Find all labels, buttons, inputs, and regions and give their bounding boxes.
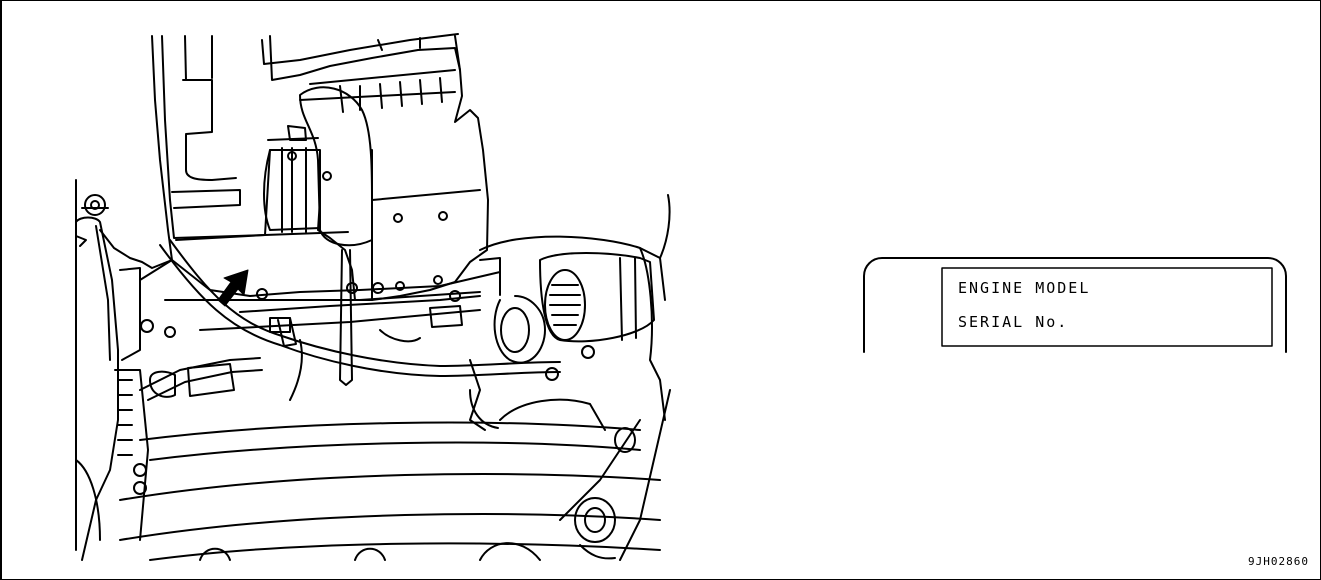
intake-elbow [263, 86, 373, 247]
intake-housing [261, 33, 489, 301]
pointer-arrow-icon [217, 269, 249, 307]
lower-frame [119, 389, 671, 561]
nameplate-serial-number-label: SERIAL No. [958, 313, 1069, 331]
hoses [139, 239, 561, 431]
alternator [479, 252, 655, 381]
nameplate-engine-model-label: ENGINE MODEL [958, 279, 1091, 297]
engine-nameplate [863, 257, 1287, 353]
engine-block [139, 259, 501, 343]
right-fender [479, 194, 671, 421]
left-frame [75, 179, 149, 561]
figure-code: 9JH02860 [1248, 555, 1309, 568]
cab-side-panel [99, 35, 349, 269]
